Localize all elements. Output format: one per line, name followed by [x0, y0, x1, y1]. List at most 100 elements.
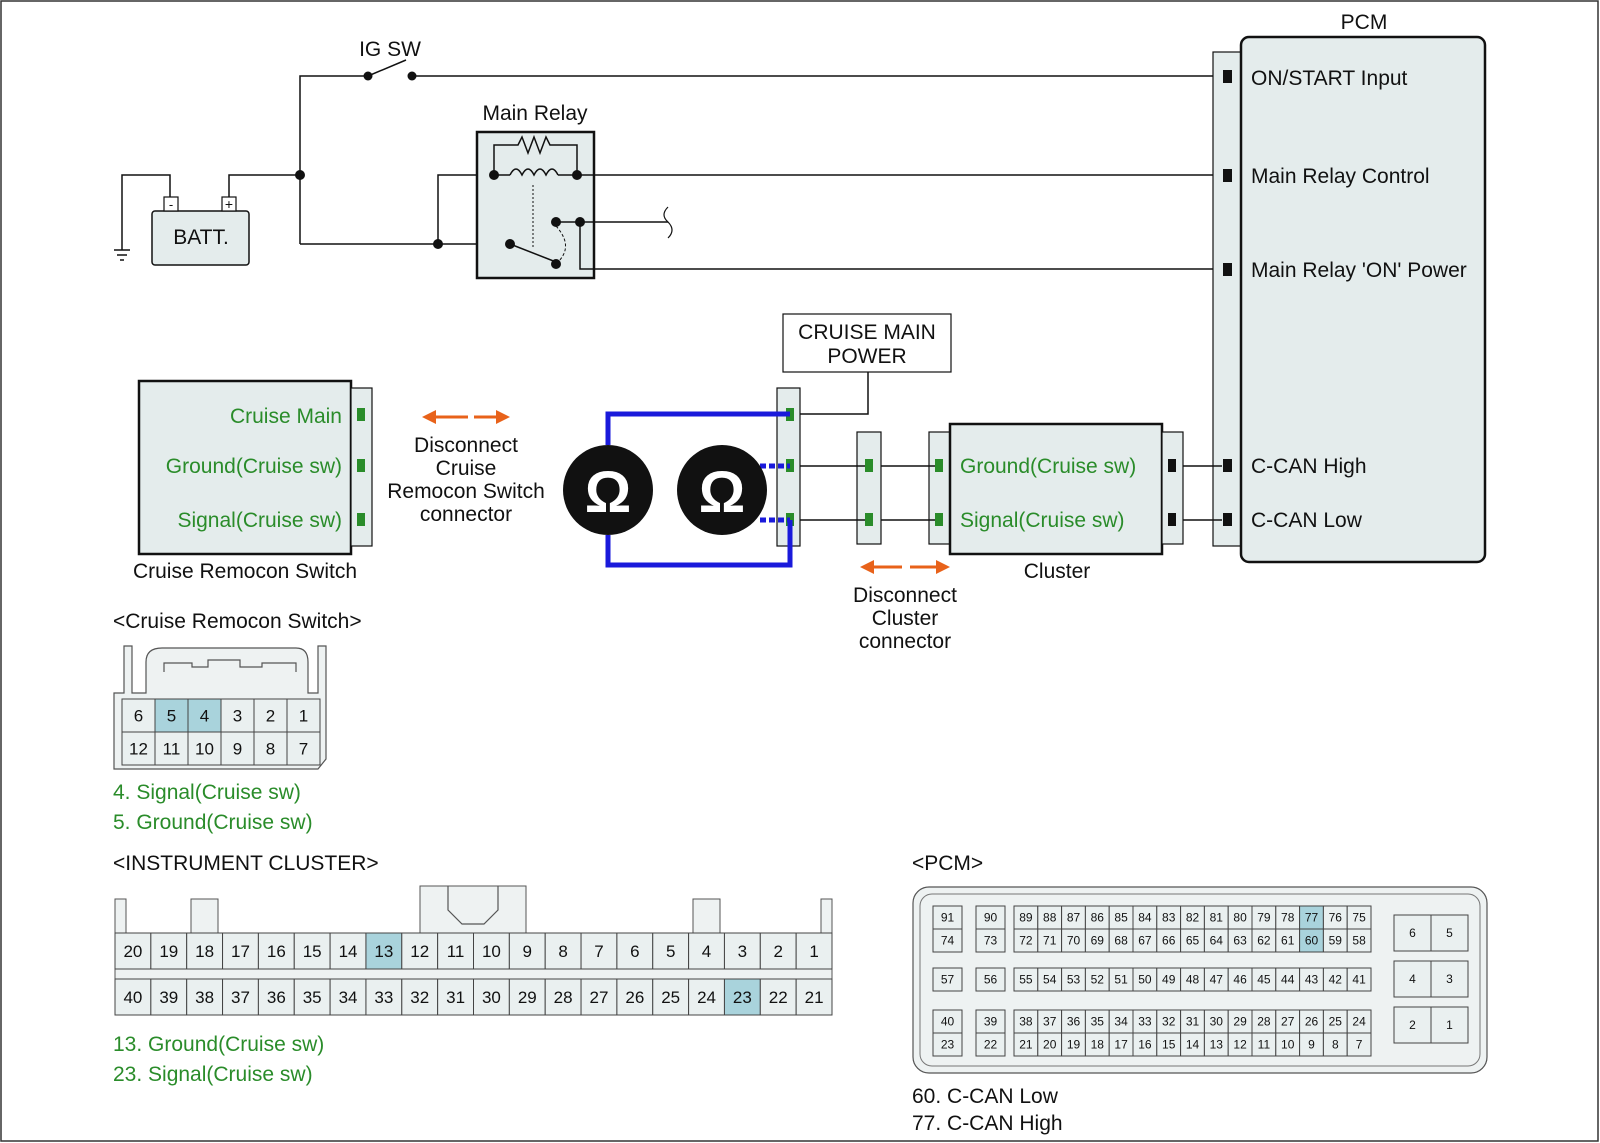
pcm-pin-21: 21 — [1013, 1032, 1039, 1057]
pcm-pin-20: 20 — [1037, 1032, 1063, 1057]
cluster-pin-12: 12 — [401, 932, 439, 970]
pcm-pin-55: 55 — [1013, 967, 1039, 992]
cluster-pin-21: 21 — [795, 978, 833, 1016]
cluster-pin-8: 8 — [544, 932, 582, 970]
battery-plus: + — [225, 196, 233, 212]
svg-text:1: 1 — [1446, 1018, 1453, 1032]
pcm-pin-37: 37 — [1037, 1009, 1063, 1034]
svg-text:45: 45 — [1257, 973, 1271, 987]
pcm-pin-52: 52 — [1084, 967, 1110, 992]
pcm-pin-25: 25 — [1322, 1009, 1348, 1034]
remocon-terminal-ground: Ground(Cruise sw) — [166, 455, 342, 478]
cluster-pin-17: 17 — [222, 932, 259, 970]
pcm-pin-3: 3 — [1430, 960, 1469, 998]
svg-text:5: 5 — [1446, 926, 1453, 940]
remocon-pin-1: 1 — [286, 698, 321, 733]
pcm-pin-73: 73 — [975, 928, 1006, 953]
svg-text:86: 86 — [1091, 911, 1105, 925]
pcm-pin-54: 54 — [1037, 967, 1063, 992]
pcm-pin-39: 39 — [975, 1009, 1006, 1034]
cluster-pin-40: 40 — [114, 978, 152, 1016]
svg-text:77. C-CAN High: 77. C-CAN High — [912, 1112, 1063, 1135]
svg-text:69: 69 — [1091, 934, 1105, 948]
pcm-pin-32: 32 — [1156, 1009, 1182, 1034]
ohmmeter-1-icon: Ω — [563, 445, 653, 535]
svg-text:81: 81 — [1210, 911, 1224, 925]
svg-text:82: 82 — [1186, 911, 1200, 925]
pcm-pin-85: 85 — [1108, 905, 1134, 930]
svg-text:9: 9 — [523, 942, 532, 961]
remocon-pin-4: 4 — [187, 698, 222, 733]
cluster-pin-33: 33 — [365, 978, 403, 1016]
harness-connector-right — [856, 431, 882, 545]
svg-text:42: 42 — [1329, 973, 1343, 987]
svg-text:17: 17 — [1114, 1038, 1128, 1052]
pcm-pin-41: 41 — [1346, 967, 1372, 992]
svg-text:26: 26 — [625, 988, 644, 1007]
svg-text:58: 58 — [1352, 934, 1366, 948]
pcm-pin-71: 71 — [1037, 928, 1063, 953]
cluster-pin-34: 34 — [329, 978, 367, 1016]
svg-text:12: 12 — [410, 942, 429, 961]
pcm-pin-30: 30 — [1203, 1009, 1229, 1034]
remocon-pin-3: 3 — [220, 698, 255, 733]
ig-sw-label: IG SW — [359, 38, 421, 61]
svg-text:13: 13 — [374, 942, 393, 961]
svg-text:2: 2 — [773, 942, 782, 961]
svg-text:38: 38 — [195, 988, 214, 1007]
pcm-pin-67: 67 — [1132, 928, 1158, 953]
disconnect-cluster-indicator: Disconnect Cluster connector — [853, 560, 957, 653]
pcm-pin-47: 47 — [1203, 967, 1229, 992]
pcm-pin-84: 84 — [1132, 905, 1158, 930]
svg-text:13: 13 — [1210, 1038, 1224, 1052]
remocon-pin-10: 10 — [187, 731, 222, 766]
svg-text:23: 23 — [941, 1038, 955, 1052]
svg-text:28: 28 — [554, 988, 573, 1007]
svg-text:62: 62 — [1257, 934, 1271, 948]
pcm-pin-23: 23 — [932, 1032, 963, 1057]
pcm-pin-45: 45 — [1251, 967, 1277, 992]
pcm-pin-35: 35 — [1084, 1009, 1110, 1034]
pcm-pin-80: 80 — [1227, 905, 1253, 930]
cruise-remocon-switch-label: Cruise Remocon Switch — [133, 560, 357, 583]
pcm-pin-60: 60 — [1299, 928, 1324, 953]
svg-text:27: 27 — [590, 988, 609, 1007]
svg-text:15: 15 — [1162, 1038, 1176, 1052]
svg-text:21: 21 — [805, 988, 824, 1007]
cluster-pin-4: 4 — [688, 932, 725, 970]
pcm-pin-15: 15 — [1156, 1032, 1182, 1057]
svg-text:36: 36 — [267, 988, 286, 1007]
svg-text:59: 59 — [1329, 934, 1343, 948]
pcm-pin-79: 79 — [1251, 905, 1277, 930]
svg-text:89: 89 — [1019, 911, 1033, 925]
pcm-terminal-main-relay-control: Main Relay Control — [1251, 165, 1430, 188]
disconnect-cruise-indicator: Disconnect Cruise Remocon Switch connect… — [387, 410, 545, 526]
svg-text:40: 40 — [123, 988, 142, 1007]
pcm-pin-14: 14 — [1180, 1032, 1205, 1057]
pcm-pin-2: 2 — [1393, 1006, 1432, 1044]
svg-text:71: 71 — [1043, 934, 1057, 948]
svg-text:33: 33 — [374, 988, 393, 1007]
svg-text:38: 38 — [1019, 1015, 1033, 1029]
remocon-pin-12: 12 — [121, 731, 156, 766]
pcm-pin-26: 26 — [1299, 1009, 1324, 1034]
svg-text:Cluster: Cluster — [872, 607, 939, 630]
svg-text:6: 6 — [1409, 926, 1416, 940]
svg-text:53: 53 — [1067, 973, 1081, 987]
svg-text:34: 34 — [339, 988, 358, 1007]
svg-text:35: 35 — [303, 988, 322, 1007]
cluster-terminal-ground: Ground(Cruise sw) — [960, 455, 1136, 478]
pcm-pin-29: 29 — [1227, 1009, 1253, 1034]
svg-text:29: 29 — [1233, 1015, 1247, 1029]
pcm-pin-57: 57 — [932, 967, 963, 992]
pcm-pin-34: 34 — [1108, 1009, 1134, 1034]
ohmmeter-2-icon: Ω — [677, 445, 767, 535]
pcm-pin-40: 40 — [932, 1009, 963, 1034]
cluster-label: Cluster — [1024, 560, 1091, 583]
svg-text:91: 91 — [941, 911, 955, 925]
main-relay-label: Main Relay — [482, 102, 588, 125]
svg-text:connector: connector — [420, 503, 512, 526]
svg-text:16: 16 — [267, 942, 286, 961]
svg-text:30: 30 — [482, 988, 501, 1007]
